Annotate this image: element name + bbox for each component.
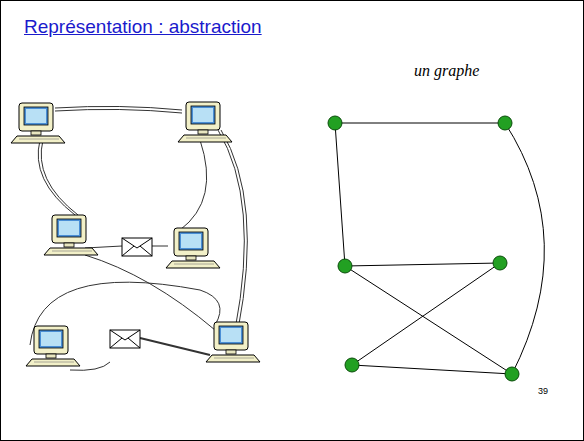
slide-title: Représentation : abstraction (24, 16, 262, 38)
graph-caption: un graphe (414, 62, 479, 80)
page-number: 39 (538, 386, 548, 396)
